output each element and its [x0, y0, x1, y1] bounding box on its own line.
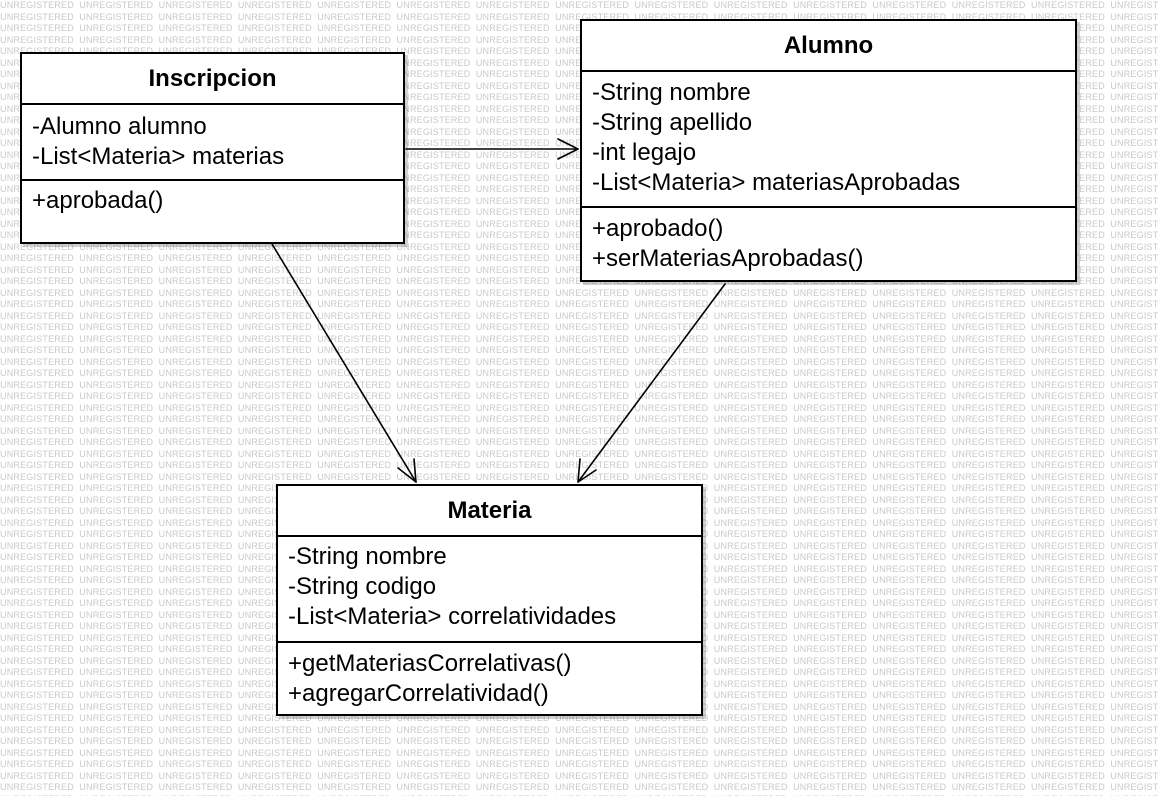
attribute: -String codigo	[288, 573, 437, 600]
method: +aprobada()	[32, 187, 164, 214]
attribute: -int legajo	[592, 139, 697, 166]
attribute: -List<Materia> materias	[32, 143, 285, 170]
method: +aprobado()	[592, 215, 724, 242]
method: +serMateriasAprobadas()	[592, 245, 864, 272]
attribute: -List<Materia> correlatividades	[288, 603, 617, 630]
attribute: -String nombre	[288, 543, 447, 570]
method: +agregarCorrelatividad()	[288, 680, 549, 707]
association-inscripcion-alumno[interactable]	[405, 138, 579, 160]
method: +getMateriasCorrelativas()	[288, 650, 572, 677]
attributes-section: -String nombre -String apellido -int leg…	[582, 72, 1075, 208]
class-name: Inscripcion	[22, 54, 403, 105]
class-alumno[interactable]: Alumno -String nombre -String apellido -…	[580, 19, 1077, 282]
methods-section: +getMateriasCorrelativas() +agregarCorre…	[278, 643, 701, 709]
methods-section: +aprobado() +serMateriasAprobadas()	[582, 208, 1075, 274]
class-name: Alumno	[582, 21, 1075, 72]
association-alumno-materia[interactable]	[577, 283, 726, 483]
attribute: -Alumno alumno	[32, 113, 207, 140]
attribute: -String nombre	[592, 79, 751, 106]
attributes-section: -String nombre -String codigo -List<Mate…	[278, 537, 701, 643]
association-inscripcion-materia[interactable]	[271, 243, 417, 483]
class-inscripcion[interactable]: Inscripcion -Alumno alumno -List<Materia…	[20, 52, 405, 244]
class-materia[interactable]: Materia -String nombre -String codigo -L…	[276, 484, 703, 716]
methods-section: +aprobada()	[22, 181, 403, 216]
attributes-section: -Alumno alumno -List<Materia> materias	[22, 105, 403, 181]
attribute: -List<Materia> materiasAprobadas	[592, 169, 961, 196]
attribute: -String apellido	[592, 109, 753, 136]
class-name: Materia	[278, 486, 701, 537]
